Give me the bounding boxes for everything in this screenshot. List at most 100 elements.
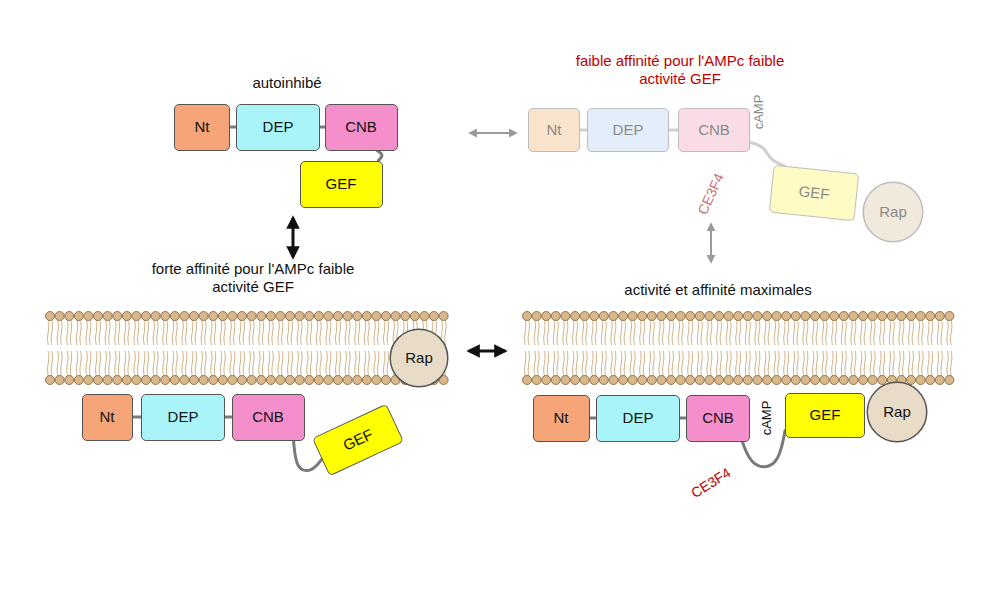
lipid-head [676,376,685,385]
gef-domain: GEF [769,165,860,222]
lipid-tail [807,320,808,345]
lipid-tail [268,351,269,376]
lipid-tail [851,320,852,345]
lipid-head [715,312,724,321]
lipid-head [897,312,906,321]
text-wrap: CNB [252,408,284,425]
rap-protein: Rap [866,381,928,443]
lipid-head [238,312,247,321]
domain-name: Rap [879,203,907,220]
domain-name: Nt [195,118,210,135]
lipid-tail [749,351,750,376]
lipid-head [724,376,733,385]
lipid-tail [307,320,308,345]
lipid-head [257,312,266,321]
lipid-tail [249,351,250,376]
lipid-tail [621,320,622,345]
lipid-head [695,312,704,321]
lipid-tail [48,320,49,345]
lipid-tail [822,351,823,376]
lipid-tail [339,320,340,345]
domain-name: Rap [883,403,911,420]
lipid-head [916,376,925,385]
lipid-tail [643,351,644,376]
lipid-tail [730,320,731,345]
lipid-head [628,376,637,385]
lipid-head [811,376,820,385]
lipid-tail [880,320,881,345]
lipid-tail [57,320,58,345]
lipid-tail [288,320,289,345]
lipid-tail [186,320,187,345]
lipid-tail [707,320,708,345]
lipid-tail [931,320,932,345]
lipid-head [839,312,848,321]
lipid-tail [947,320,948,345]
lipid-tail [259,320,260,345]
lipid-tail [115,351,116,376]
lipid-head [372,312,381,321]
lipid-head [916,312,925,321]
lipid-tail [624,351,625,376]
lipid-tail [51,320,52,345]
lipid-tail [755,351,756,376]
lipid-tail [105,320,106,345]
lipid-head [926,376,935,385]
lipid-tail [899,351,900,376]
lipid-head [935,376,944,385]
lipid-head [743,312,752,321]
lipid-head [532,312,541,321]
lipid-tail [224,351,225,376]
lipid-tail [669,320,670,345]
domain-name: Nt [554,409,569,426]
lipid-tail [903,351,904,376]
circle-shape [867,382,927,442]
lipid-tail [682,351,683,376]
lipid-tail [297,320,298,345]
lipid-tail [951,351,952,376]
rap-protein: Rap [389,328,449,388]
lipid-head [343,312,352,321]
lipid-tail [947,351,948,376]
domain-name: DEP [168,408,199,425]
lipid-head [686,376,695,385]
lipid-head [391,312,400,321]
lipid-tail [707,351,708,376]
lipid-tail [345,351,346,376]
lipid-tail [336,320,337,345]
circle-shape [863,182,923,242]
lipid-head [763,312,772,321]
equilibrium-arrow [469,350,505,353]
lipid-tail [765,320,766,345]
text-wrap: GEF [810,406,841,423]
lipid-tail [109,351,110,376]
lipid-head [571,312,580,321]
lipid-head [859,376,868,385]
lipid-tail [592,351,593,376]
lipid-head [353,312,362,321]
lipid-tail [630,320,631,345]
lipid-head [868,312,877,321]
rap-protein: Rap [862,181,924,243]
lipid-tail [701,320,702,345]
lipid-head [667,376,676,385]
lipid-tail [534,320,535,345]
lipid-tail [134,320,135,345]
lipid-tail [918,351,919,376]
lipid-head [523,376,532,385]
lipid-tail [61,320,62,345]
lipid-bilayer [523,312,954,385]
lipid-head [523,312,532,321]
text-wrap: Nt [195,118,210,135]
lipid-tail [807,351,808,376]
lipid-tail [928,351,929,376]
lipid-tail [262,351,263,376]
lipid-head [228,376,237,385]
lipid-head [801,376,810,385]
lipid-tail [538,320,539,345]
lipid-head [324,312,333,321]
lipid-head [94,376,103,385]
lipid-tail [339,351,340,376]
lipid-head [103,376,112,385]
lipid-head [362,376,371,385]
